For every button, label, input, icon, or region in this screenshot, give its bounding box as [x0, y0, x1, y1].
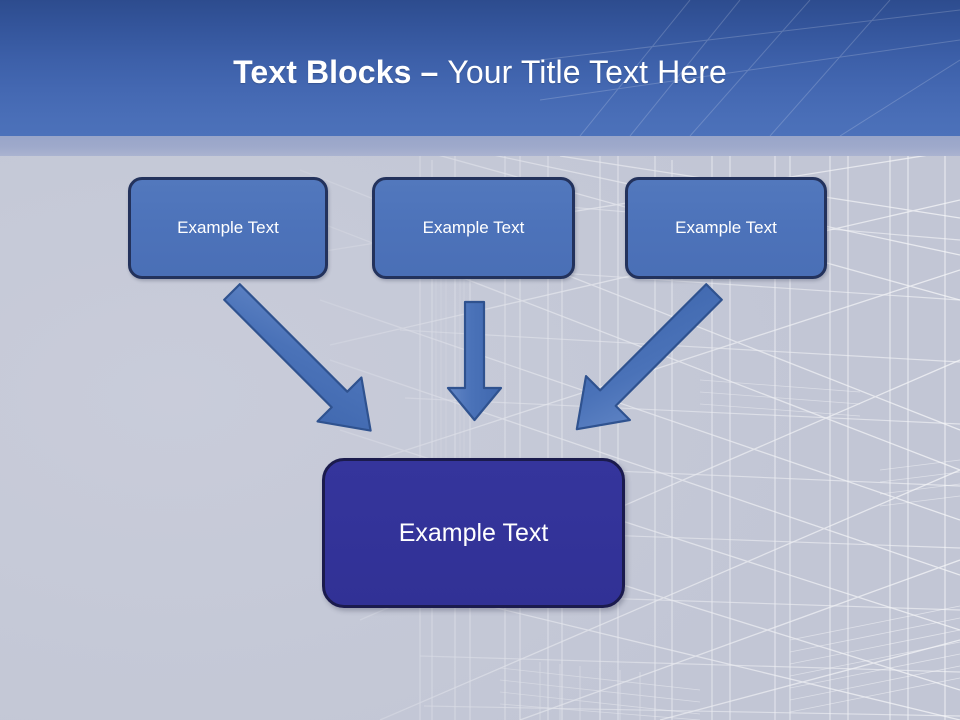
page-title: Text Blocks – Your Title Text Here	[0, 52, 960, 92]
text-block-1-label: Example Text	[177, 218, 279, 237]
header-accent-band	[0, 136, 960, 156]
page-title-regular: Your Title Text Here	[447, 54, 727, 90]
page-title-bold: Text Blocks	[233, 54, 421, 90]
text-block-2[interactable]: Example Text	[372, 177, 575, 279]
page-title-separator: –	[420, 54, 448, 90]
text-block-3-label: Example Text	[675, 218, 777, 237]
arrow-right-diagonal	[575, 283, 723, 431]
slide-header-band	[0, 0, 960, 136]
arrow-middle-down	[446, 300, 503, 422]
arrow-left-diagonal	[223, 283, 372, 432]
text-block-2-label: Example Text	[422, 218, 525, 237]
text-block-3[interactable]: Example Text	[625, 177, 827, 279]
text-block-result[interactable]: Example Text	[322, 458, 625, 608]
text-block-result-label: Example Text	[398, 518, 549, 547]
text-block-1[interactable]: Example Text	[128, 177, 328, 279]
header-wireframe-accent	[540, 0, 960, 136]
